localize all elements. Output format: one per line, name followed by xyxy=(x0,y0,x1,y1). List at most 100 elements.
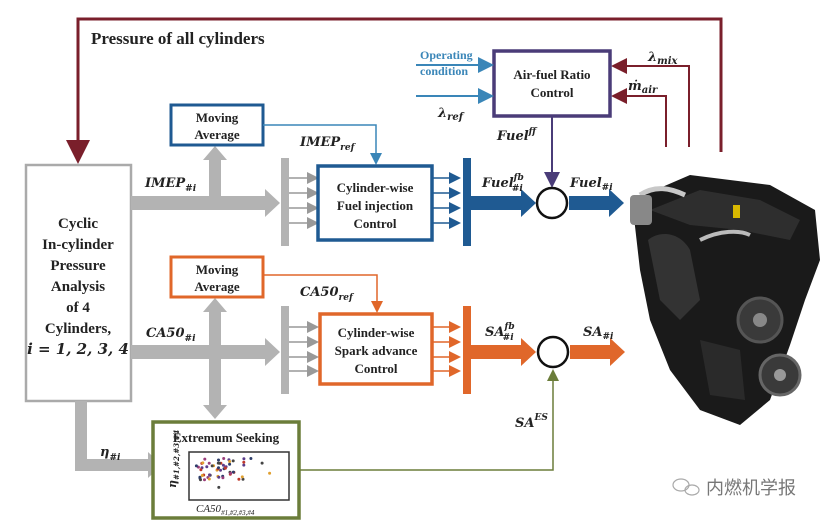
scatter-point xyxy=(242,457,246,461)
svg-text:Air-fuel Ratio: Air-fuel Ratio xyxy=(513,67,590,82)
svg-text:Cylinder-wise: Cylinder-wise xyxy=(337,180,414,195)
spark-mux-arrows xyxy=(432,321,461,377)
imep-arrow xyxy=(131,189,280,217)
fuel-fb-label: Fuelfb#i xyxy=(481,173,524,194)
scatter-point xyxy=(242,463,246,467)
engine-image xyxy=(630,175,820,425)
lambda-mix-label: λmix xyxy=(647,50,679,67)
scatter-point xyxy=(240,475,244,479)
spark-advance-control-block xyxy=(318,312,434,386)
scatter-point xyxy=(207,477,211,481)
svg-text:Moving: Moving xyxy=(196,110,239,125)
scatter-point xyxy=(241,477,245,481)
mini-scatter-points xyxy=(194,457,272,489)
sa-output-arrow xyxy=(570,338,625,366)
fuel-fb-arrow xyxy=(471,189,536,217)
lambda-ref-label: λref xyxy=(437,106,465,123)
pressure-analysis-text: Cyclic In-cylinder Pressure Analysis of … xyxy=(27,216,129,358)
scatter-point xyxy=(231,459,235,463)
sa-es-label: SAES xyxy=(515,413,548,431)
spark-summing-junction xyxy=(536,335,570,369)
sa-fb-arrow xyxy=(471,338,536,366)
ca50-demux-arrows xyxy=(289,321,319,377)
scatter-point xyxy=(217,475,221,479)
fuel-injection-control-block xyxy=(316,164,434,242)
fuel-mux-arrows xyxy=(432,172,461,229)
scatter-point xyxy=(201,461,205,465)
afr-control-block xyxy=(492,49,612,118)
svg-text:Control: Control xyxy=(530,85,573,100)
extremum-seeking-title: Extremum Seeking xyxy=(173,430,280,445)
imep-ref-label: IMEPref xyxy=(299,135,357,153)
ca50-ref-label: CA50ref xyxy=(300,285,355,303)
svg-text:In-cylinder: In-cylinder xyxy=(42,237,114,253)
scatter-point xyxy=(249,457,253,460)
scatter-point xyxy=(218,461,221,465)
fuel-summing-junction xyxy=(535,186,569,220)
ca50-arrow xyxy=(131,338,280,366)
svg-text:Cyclic: Cyclic xyxy=(58,216,98,232)
svg-text:of 4: of 4 xyxy=(66,300,90,316)
watermark-text: 内燃机学报 xyxy=(706,478,796,499)
scatter-point xyxy=(228,460,232,463)
pressure-feedback-line xyxy=(66,17,723,164)
scatter-point xyxy=(223,466,227,470)
svg-text:Cylinders,: Cylinders, xyxy=(45,321,112,337)
fuel-output-arrow xyxy=(569,189,624,217)
scatter-point xyxy=(229,471,233,475)
scatter-point xyxy=(203,478,206,482)
scatter-point xyxy=(217,458,220,462)
eta-i-label: η#i xyxy=(100,445,121,463)
scatter-point xyxy=(217,485,221,489)
svg-text:Cylinder-wise: Cylinder-wise xyxy=(338,325,415,340)
svg-text:Control: Control xyxy=(354,361,397,376)
imep-to-moving-average-arrow xyxy=(203,146,227,198)
scatter-point xyxy=(203,457,207,461)
imep-demux-bar xyxy=(281,158,289,246)
svg-text:Fuel injection: Fuel injection xyxy=(337,198,414,213)
sa-es-line xyxy=(300,369,559,471)
scatter-point xyxy=(221,476,225,480)
scatter-point xyxy=(231,470,235,474)
watermark: 内燃机学报 xyxy=(672,478,796,499)
pressure-analysis-block xyxy=(24,163,133,403)
svg-text:Average: Average xyxy=(194,127,239,142)
scatter-point xyxy=(217,466,220,470)
mini-plot-ylabel: η#1,#2,#3,#4 xyxy=(166,430,181,488)
scatter-point xyxy=(228,462,232,466)
scatter-point xyxy=(222,457,226,460)
fuel-ff-label: Fuelff xyxy=(496,127,538,144)
scatter-point xyxy=(268,471,272,475)
wechat-icon xyxy=(672,478,700,496)
scatter-point xyxy=(260,461,264,465)
scatter-point xyxy=(207,461,211,465)
pressure-title: Pressure of all cylinders xyxy=(91,29,265,48)
scatter-point xyxy=(199,468,203,472)
sa-i-label: SA#i xyxy=(583,325,614,342)
scatter-point xyxy=(237,477,241,481)
scatter-point xyxy=(219,468,222,472)
moving-average-ca50-block xyxy=(169,255,265,299)
svg-text:Spark advance: Spark advance xyxy=(335,343,418,358)
fuel-i-label: Fuel#i xyxy=(569,176,613,193)
svg-text:Operating: Operating xyxy=(420,48,473,62)
scatter-point xyxy=(242,460,246,464)
lambda-mix-line xyxy=(611,58,690,147)
sa-fb-label: SAfb#i xyxy=(485,322,515,343)
scatter-point xyxy=(199,478,202,482)
svg-text:Average: Average xyxy=(194,279,239,294)
ca50-i-label: CA50#i xyxy=(146,326,196,344)
scatter-point xyxy=(200,474,204,477)
scatter-point xyxy=(210,464,214,468)
spark-mux-bar xyxy=(463,306,471,394)
moving-average-imep-block xyxy=(169,103,265,147)
m-air-label: ṁair xyxy=(628,79,658,96)
scatter-point xyxy=(221,463,225,467)
scatter-point xyxy=(208,473,211,477)
svg-text:Analysis: Analysis xyxy=(51,279,105,295)
svg-text:Control: Control xyxy=(353,216,396,231)
ca50-ref-line xyxy=(263,274,383,313)
eta-arrow xyxy=(75,401,162,478)
ca50-to-moving-average-arrow xyxy=(203,298,227,419)
